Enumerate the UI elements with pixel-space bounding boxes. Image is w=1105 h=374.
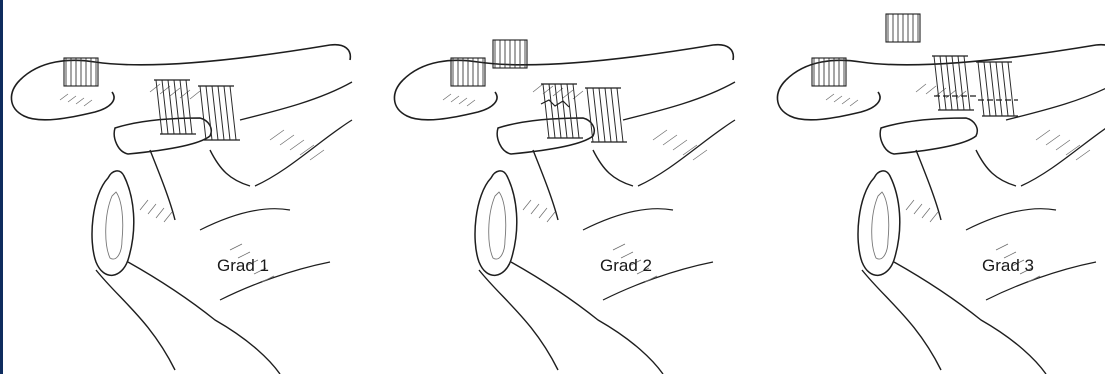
grade-3-label: Grad 3 [982, 256, 1034, 276]
panel-grad-2 [394, 40, 735, 374]
ac-ligament-ruptured [812, 14, 920, 86]
panel-grad-1 [11, 45, 352, 374]
cc-ligaments-ruptured [932, 56, 1018, 116]
grade-2-label: Grad 2 [600, 256, 652, 276]
grade-1-label: Grad 1 [217, 256, 269, 276]
panel-grad-3 [777, 14, 1105, 374]
